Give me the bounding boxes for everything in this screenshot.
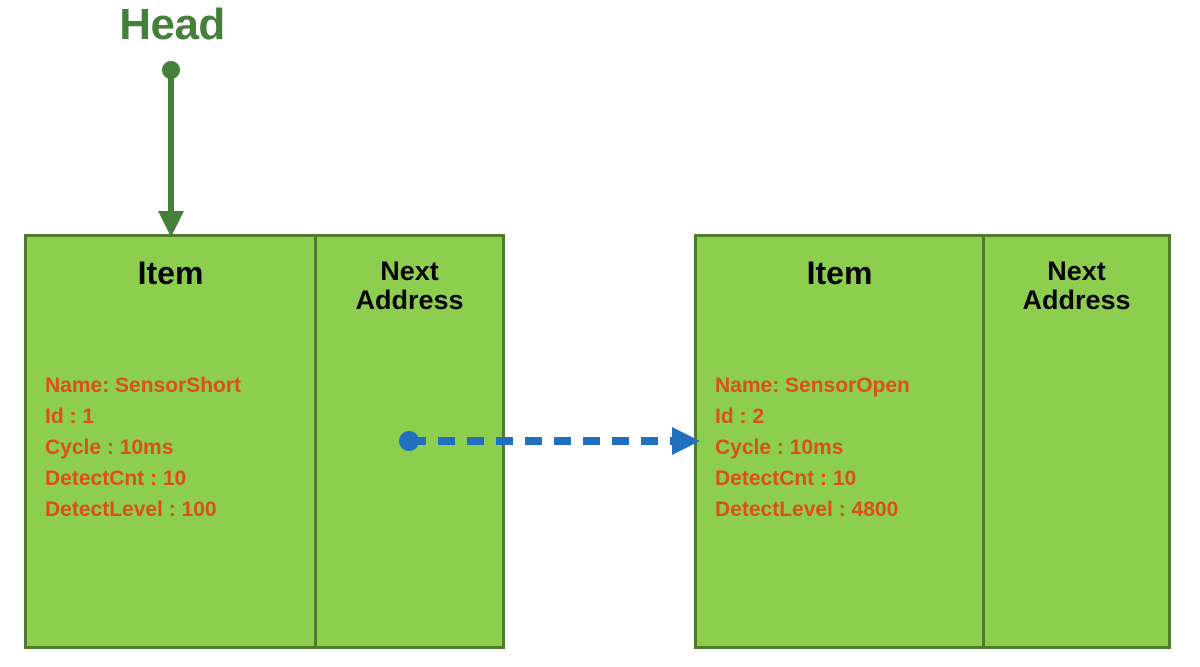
node-2-field-list: Name: SensorOpen Id : 2 Cycle : 10ms Det… <box>715 370 910 525</box>
node-1-item-cell: Item Name: SensorShort Id : 1 Cycle : 10… <box>27 237 317 646</box>
node-1-next-title-line1: Next <box>380 256 439 286</box>
node-2-field-name: Name: SensorOpen <box>715 374 910 397</box>
node-1-item-title: Item <box>137 255 204 291</box>
node-2-next-cell: Next Address <box>985 237 1168 646</box>
node-2-field-cycle: Cycle : 10ms <box>715 436 844 459</box>
list-node-2: Item Name: SensorOpen Id : 2 Cycle : 10m… <box>694 234 1171 649</box>
head-arrow-icon <box>158 61 184 237</box>
node-2-field-detectcnt: DetectCnt : 10 <box>715 467 857 490</box>
node-2-field-detectlevel: DetectLevel : 4800 <box>715 498 899 521</box>
list-node-1: Item Name: SensorShort Id : 1 Cycle : 10… <box>24 234 505 649</box>
node-1-field-detectlevel: DetectLevel : 100 <box>45 498 217 521</box>
node-1-field-list: Name: SensorShort Id : 1 Cycle : 10ms De… <box>45 370 241 525</box>
node-1-next-cell: Next Address <box>317 237 502 646</box>
node-2-next-title-line2: Address <box>1022 284 1131 315</box>
node-1-field-cycle: Cycle : 10ms <box>45 436 174 459</box>
node-1-next-title-line2: Address <box>355 284 464 315</box>
node-1-field-id: Id : 1 <box>45 405 95 428</box>
node-2-field-id: Id : 2 <box>715 405 765 428</box>
node-2-next-title-line1: Next <box>1047 256 1106 286</box>
node-2-item-cell: Item Name: SensorOpen Id : 2 Cycle : 10m… <box>697 237 985 646</box>
node-1-next-title: Next Address <box>317 257 502 314</box>
node-1-field-name: Name: SensorShort <box>45 374 242 397</box>
head-label: Head <box>119 0 225 49</box>
node-1-field-detectcnt: DetectCnt : 10 <box>45 467 187 490</box>
node-2-item-title: Item <box>806 255 873 291</box>
node-2-next-title: Next Address <box>985 257 1168 314</box>
